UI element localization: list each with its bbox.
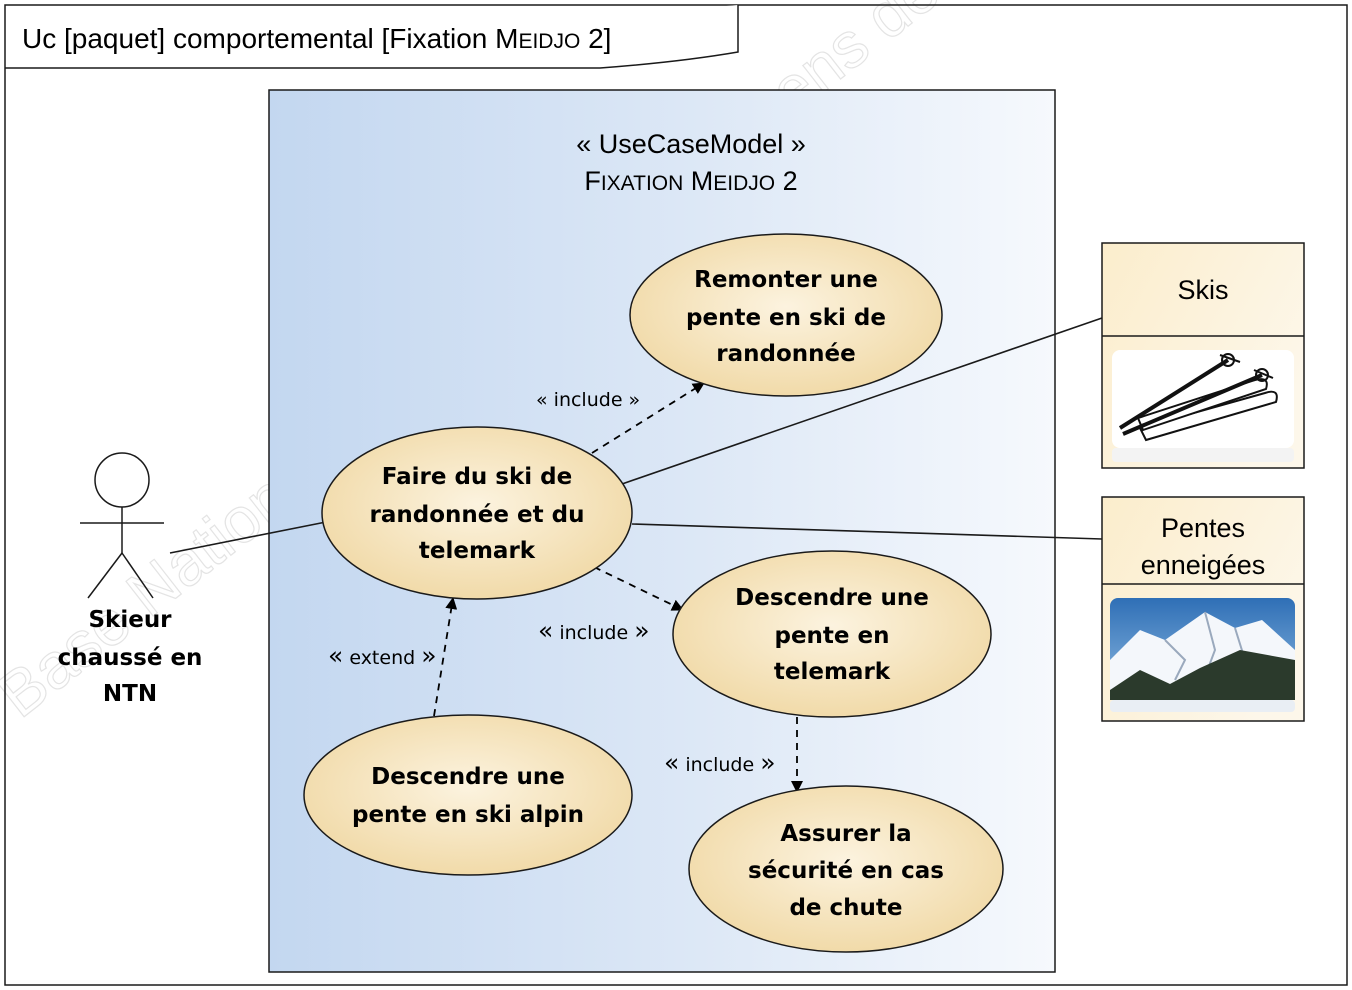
use-case-alpin: Descendre une pente en ski alpin [303,714,633,876]
association-faire-skis [621,317,1103,485]
use-case-securite: Assurer la sécurité en cas de chute [688,785,1004,953]
system-stereotype: « UseCaseModel » [576,129,806,159]
association-faire-pentes [631,523,1103,540]
use-case-remonter-line1: Remonter une [694,267,878,293]
use-case-faire-line3: telemark [419,538,536,564]
frame-label: Uc [paquet] comportemental [Fixation MEI… [22,23,611,54]
association-actor-faire [169,521,327,554]
block-pentes-title-line1: Pentes [1161,513,1245,543]
use-case-remonter: Remonter une pente en ski de randonnée [629,233,943,397]
diagram-frame [4,4,1348,986]
use-case-faire-line1: Faire du ski de [382,464,573,490]
use-case-securite-line3: de chute [789,895,902,921]
actor-label-line1: Skieur [88,607,172,633]
use-case-remonter-line3: randonnée [716,341,855,367]
include-arrow-top [591,382,705,454]
actor-label-line3: NTN [103,681,157,707]
include-label-top: « include » [536,389,640,411]
mountain-image-icon [1110,598,1295,712]
block-skis: Skis [1101,242,1305,469]
use-case-securite-line1: Assurer la [780,821,911,847]
system-name: FIXATION MEIDJO 2 [584,166,797,196]
use-case-alpin-line1: Descendre une [371,764,565,790]
use-case-faire: Faire du ski de randonnée et du telemark [321,426,633,600]
block-pentes: Pentes enneigées [1101,496,1305,722]
include-arrow-mid [593,566,684,611]
actor-skieur [80,452,164,599]
use-case-alpin-line2: pente en ski alpin [352,802,584,828]
use-case-faire-line2: randonnée et du [370,502,585,528]
use-case-telemark-line2: pente en [774,623,889,649]
use-case-remonter-line2: pente en ski de [686,305,886,331]
include-label-bottom: « include » [664,748,776,777]
frame-label-tab [5,5,739,69]
actor-head-icon [94,452,150,508]
actor-label-line2: chaussé en [58,645,203,671]
skis-image-icon [1112,350,1294,462]
block-skis-title: Skis [1177,275,1228,305]
use-case-telemark-line3: telemark [774,659,891,685]
include-label-mid: « include » [538,616,650,645]
extend-label: « extend » [328,641,437,670]
use-case-securite-line2: sécurité en cas [748,858,944,884]
use-case-telemark-line1: Descendre une [735,585,929,611]
extend-arrow [433,597,458,717]
use-case-telemark: Descendre une pente en telemark [672,550,992,718]
block-pentes-title-line2: enneigées [1141,550,1266,580]
